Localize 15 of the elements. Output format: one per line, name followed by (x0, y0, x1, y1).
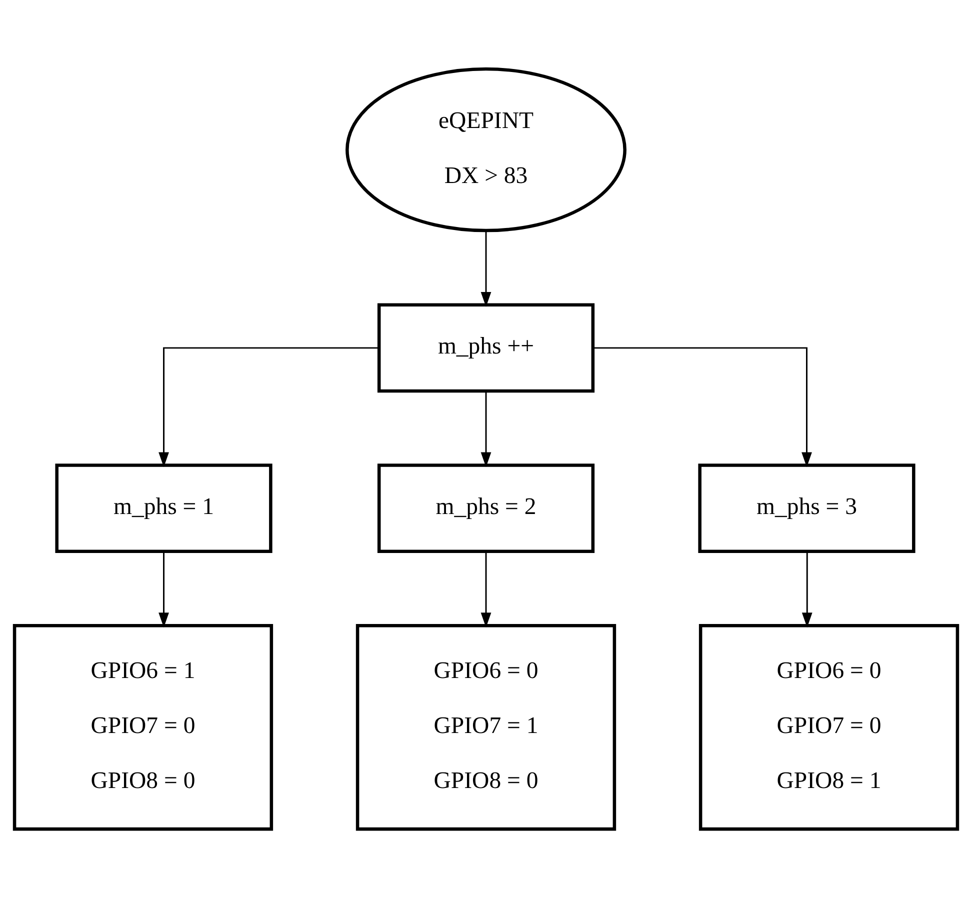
node-box: GPIO6 = 0 GPIO7 = 0 GPIO8 = 1 (698, 624, 960, 830)
arrow (802, 551, 812, 627)
arrow (158, 551, 169, 627)
node-ellipse: eQEPINT DX > 83 (346, 66, 626, 232)
node-box: m_phs = 3 (698, 463, 916, 553)
arrow (158, 346, 379, 467)
node-box: GPIO6 = 0 GPIO7 = 1 GPIO8 = 0 (356, 624, 616, 830)
arrow (480, 551, 492, 627)
node-box: m_phs = 1 (55, 463, 272, 553)
node-box: GPIO6 = 1 GPIO7 = 0 GPIO8 = 0 (12, 624, 274, 830)
arrow (480, 230, 492, 306)
arrow (480, 390, 492, 467)
node-box: m_phs = 2 (377, 463, 595, 553)
arrow (593, 346, 812, 467)
node-box: m_phs ++ (377, 302, 595, 392)
